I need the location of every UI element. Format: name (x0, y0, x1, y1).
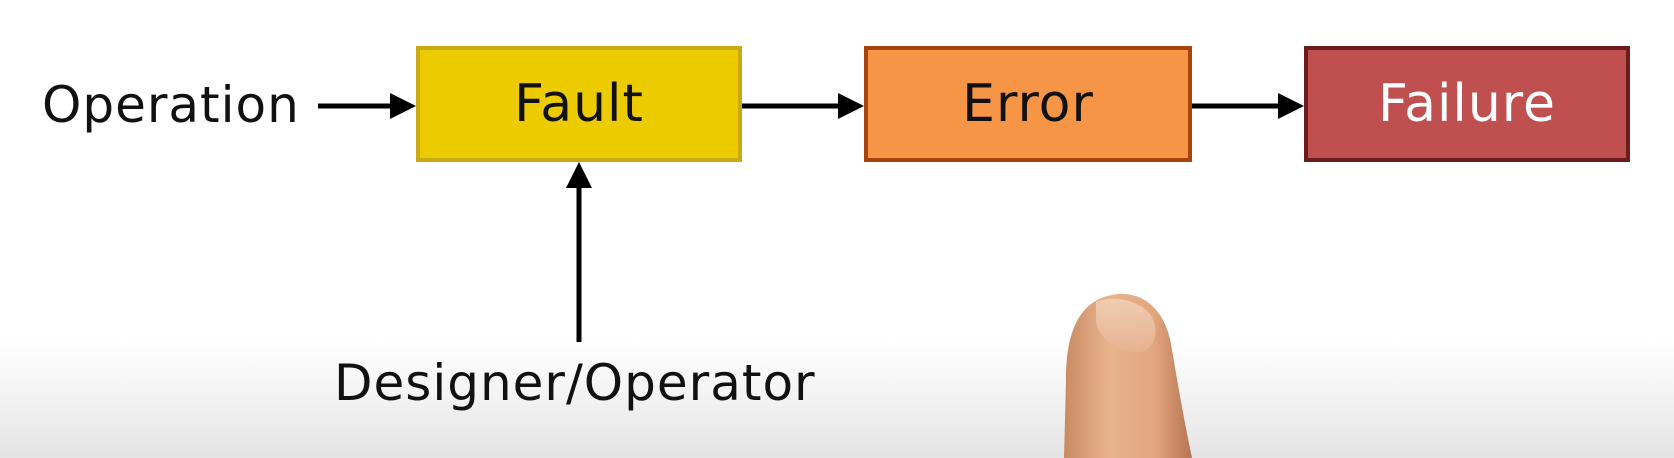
fault-label: Fault (514, 74, 644, 134)
arrow-designer-to-fault (566, 162, 592, 342)
arrow-error-to-failure (1192, 93, 1304, 119)
arrow-operation-to-fault (318, 93, 416, 119)
bottom-gradient (0, 340, 1674, 458)
operation-label: Operation (42, 76, 300, 134)
failure-label: Failure (1377, 74, 1557, 134)
fault-box: Fault (416, 46, 742, 162)
designer-operator-label: Designer/Operator (334, 354, 816, 412)
error-label: Error (962, 74, 1094, 134)
arrow-fault-to-error (742, 93, 864, 119)
error-box: Error (864, 46, 1192, 162)
failure-box: Failure (1304, 46, 1630, 162)
